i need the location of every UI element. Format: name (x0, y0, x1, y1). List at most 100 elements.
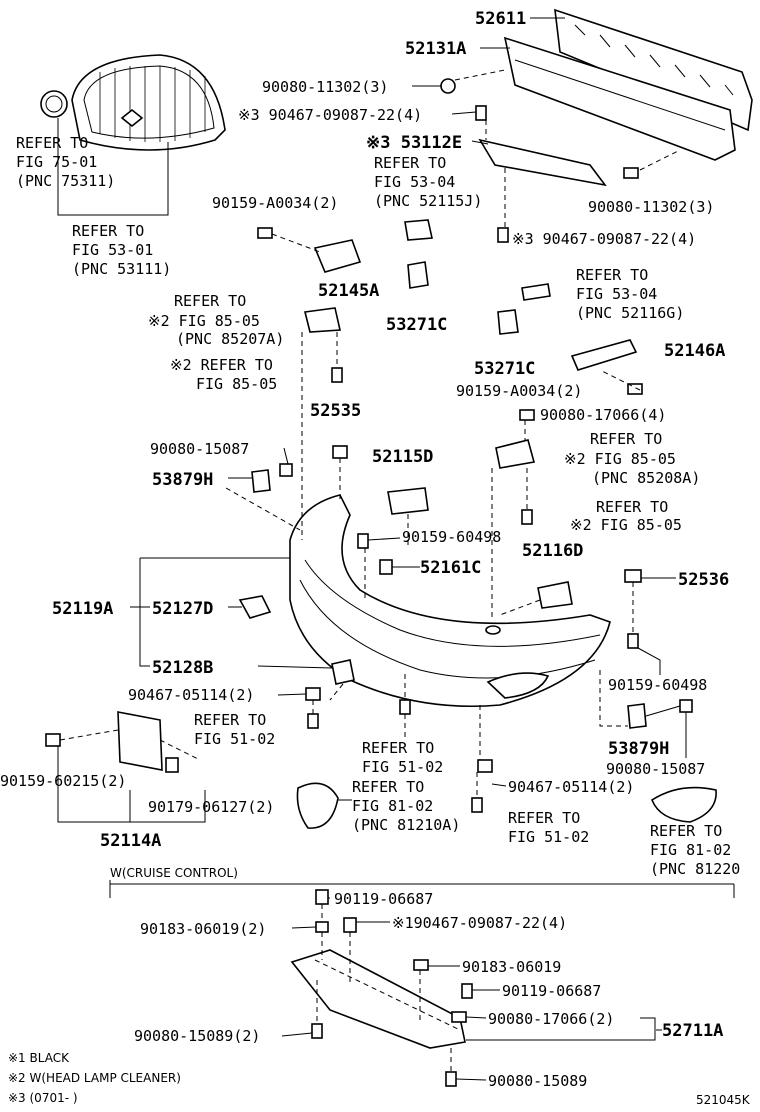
label-ref-fig81-a-3: (PNC 81210A) (352, 816, 460, 834)
label-ref-fig85-a-2: ※2 FIG 85-05 (148, 312, 260, 330)
label-ref-fig51-a-2: FIG 51-02 (194, 730, 275, 748)
headlamp-cleaner-bracket-b (495, 439, 536, 469)
label-screw-90159-60215: 90159-60215(2) (0, 772, 126, 790)
nut-90179 (165, 757, 179, 773)
label-53879H-a: 53879H (152, 470, 213, 490)
figure-code: 521045K (696, 1093, 751, 1107)
note-2: ※2 W(HEAD LAMP CLEANER) (8, 1071, 181, 1085)
bumper-bracket (478, 138, 607, 187)
clip-90467-05114-a (305, 687, 321, 701)
label-clip-90467-a: ※3 90467-09087-22(4) (238, 106, 422, 124)
screw-90159-A0034-b (627, 383, 643, 395)
label-ref-fig85-b-1: ※2 REFER TO (170, 356, 273, 374)
bracket-53879H-b (627, 703, 647, 729)
label-52536: 52536 (678, 570, 729, 590)
label-bolt-90080-15089-a: 90080-15089(2) (134, 1027, 260, 1045)
label-52114A: 52114A (100, 831, 161, 851)
label-53112E: ※3 53112E (366, 133, 462, 153)
label-ref-fig53-01-2: FIG 53-01 (72, 241, 153, 259)
bracket-53879H-a (251, 469, 271, 493)
retainer-52116D (537, 581, 573, 609)
label-ref-fig51-b-1: REFER TO (362, 739, 434, 757)
retainer-52145A (313, 239, 362, 273)
bolt-90119-b (461, 983, 473, 999)
label-bolt-90080-15087-b: 90080-15087 (606, 760, 705, 778)
label-53271C-a: 53271C (386, 315, 447, 335)
label-52119A: 52119A (52, 599, 113, 619)
bumper-reinforcement (503, 36, 736, 161)
label-bolt-90080-15089-b: 90080-15089 (488, 1072, 587, 1090)
label-52161C: 52161C (420, 558, 481, 578)
label-bolt-90119-b: 90119-06687 (502, 982, 601, 1000)
nut-52535 (332, 445, 348, 459)
lamp-cover-52128B (331, 659, 355, 685)
label-ref-fig75-3: (PNC 75311) (16, 172, 115, 190)
section-title-cruise-control: W(CRUISE CONTROL) (110, 866, 238, 880)
radiator-grille (71, 54, 226, 151)
label-ref-fig85-a-3: (PNC 85207A) (176, 330, 284, 348)
label-ref-fig81-b-1: REFER TO (650, 822, 722, 840)
clip-90467-c (343, 917, 357, 933)
bolt-90080-15089-a (311, 1023, 323, 1039)
headlamp-cleaner-bracket-a (304, 307, 341, 333)
label-ref-fig75-2: FIG 75-01 (16, 153, 97, 171)
side-cover-52127D (238, 595, 272, 619)
label-nut-90183-a: 90183-06019(2) (140, 920, 266, 938)
note-1: ※1 BLACK (8, 1051, 70, 1065)
label-ref-fig53-04-b-3: (PNC 52116G) (576, 304, 684, 322)
label-bolt-90080-11302-a: 90080-11302(3) (262, 78, 388, 96)
screw-90159-60215 (45, 733, 61, 747)
label-ref-fig51-b-2: FIG 51-02 (362, 758, 443, 776)
clip-90467-a (475, 105, 487, 121)
bolt-90080-11302-a (440, 78, 456, 94)
label-screw-90159-60498-a: 90159-60498 (402, 528, 501, 546)
label-nut-90179-06127: 90179-06127(2) (148, 798, 274, 816)
bolt-fig85-a (331, 367, 343, 383)
label-ref-fig53-01-1: REFER TO (72, 222, 144, 240)
label-clip-90467-b: ※3 90467-09087-22(4) (512, 230, 696, 248)
emblem (40, 90, 68, 118)
label-52535: 52535 (310, 401, 361, 421)
label-52127D: 52127D (152, 599, 213, 619)
label-ref-fig81-a-2: FIG 81-02 (352, 797, 433, 815)
label-ref-fig85-c-3: (PNC 85208A) (592, 469, 700, 487)
screw-90159-60498-a (357, 533, 369, 549)
label-ref-fig53-04-a-3: (PNC 52115J) (374, 192, 482, 210)
label-ref-fig81-b-2: FIG 81-02 (650, 841, 731, 859)
bolt-90119-a (315, 889, 329, 905)
label-ref-fig53-04-a-1: REFER TO (374, 154, 446, 172)
label-ref-fig81-b-3: (PNC 81220 (650, 860, 740, 878)
bolt-fig51-c (471, 797, 483, 813)
leader-lines (57, 17, 735, 1081)
label-52711A: 52711A (662, 1021, 723, 1041)
label-screw-90159-60498-b: 90159-60498 (608, 676, 707, 694)
label-53879H-b: 53879H (608, 739, 669, 759)
fasteners (45, 78, 693, 1087)
label-ref-fig75-1: REFER TO (16, 134, 88, 152)
license-plate-bracket (117, 711, 163, 771)
bumper-energy-absorber (554, 8, 753, 132)
label-ref-fig53-04-b-1: REFER TO (576, 266, 648, 284)
label-ref-fig85-d-1: REFER TO (596, 498, 668, 516)
bolt-90080-11302-b (623, 167, 639, 179)
fog-lamp-left (296, 782, 339, 829)
screw-90159-A0034-a (257, 227, 273, 239)
note-3: ※3 (0701- ) (8, 1091, 78, 1105)
screw-90159-60498-b (627, 633, 639, 649)
label-52131A: 52131A (405, 39, 466, 59)
nut-52536 (624, 569, 642, 583)
label-ref-fig85-c-1: REFER TO (590, 430, 662, 448)
bolt-fig51-a (307, 713, 319, 729)
label-bolt-90080-15087-a: 90080-15087 (150, 440, 249, 458)
nut-90080-17066 (519, 409, 535, 421)
label-ref-fig85-c-2: ※2 FIG 85-05 (564, 450, 676, 468)
nut-90080-17066-b (451, 1011, 467, 1023)
retainer-53271C-b (497, 309, 519, 335)
label-53271C-b: 53271C (474, 359, 535, 379)
label-ref-fig85-a-1: REFER TO (174, 292, 246, 310)
label-ref-fig51-a-1: REFER TO (194, 711, 266, 729)
bolt-90080-15087-a (279, 463, 293, 477)
label-nut-90183-b: 90183-06019 (462, 958, 561, 976)
nut-90183-a (315, 921, 329, 933)
